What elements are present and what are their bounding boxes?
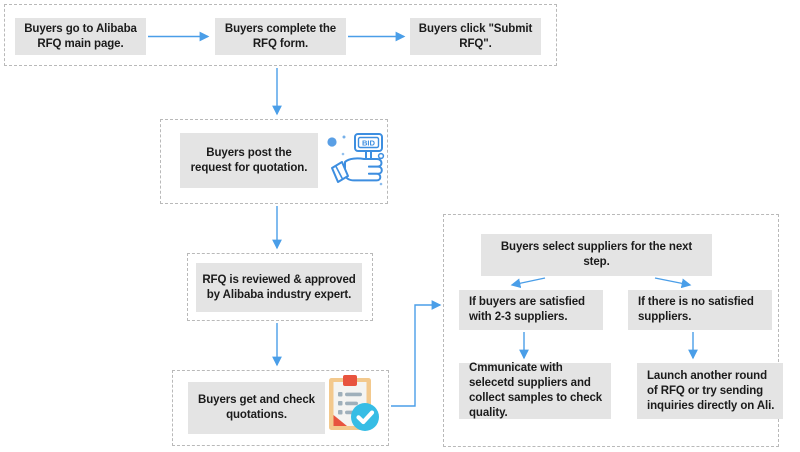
- node-branch-satisfied[interactable]: If buyers are satisfied with 2-3 supplie…: [459, 290, 603, 330]
- node-branch-not-satisfied[interactable]: If there is no satisfied suppliers.: [628, 290, 772, 330]
- group-supplier-decision: [443, 214, 779, 447]
- node-step-7[interactable]: Buyers select suppliers for the next ste…: [481, 234, 712, 276]
- node-step-6[interactable]: Buyers get and check quotations.: [188, 382, 325, 434]
- node-outcome-satisfied[interactable]: Cmmunicate with selecetd suppliers and c…: [459, 362, 611, 419]
- node-step-4[interactable]: Buyers post the request for quotation.: [180, 133, 318, 188]
- node-step-2[interactable]: Buyers complete the RFQ form.: [215, 18, 346, 55]
- svg-text:BID: BID: [362, 139, 376, 148]
- node-outcome-not-satisfied[interactable]: Launch another round of RFQ or try sendi…: [637, 363, 783, 419]
- node-step-5[interactable]: RFQ is reviewed & approved by Alibaba in…: [196, 263, 362, 312]
- group-row-one: [4, 4, 557, 66]
- clipboard-check-icon: [321, 372, 383, 434]
- node-step-3[interactable]: Buyers click "Submit RFQ".: [410, 18, 541, 55]
- bid-paddle-icon: BID: [324, 128, 386, 190]
- node-step-1[interactable]: Buyers go to Alibaba RFQ main page.: [15, 18, 146, 55]
- arrow-quotations-decision: [391, 300, 442, 407]
- group-post-rfq: [160, 119, 388, 204]
- group-review: [187, 253, 373, 321]
- group-quotations: [172, 370, 389, 446]
